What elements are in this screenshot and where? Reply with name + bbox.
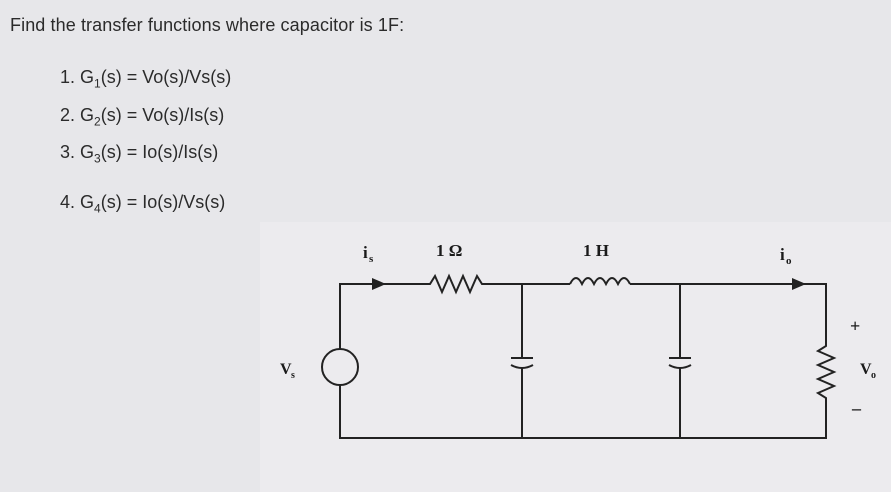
io-label-sub: o xyxy=(786,255,792,267)
list-item: 2. G2(s) = Vo(s)/Is(s) xyxy=(60,100,231,138)
item-subscript: 3 xyxy=(94,151,101,166)
load-resistor xyxy=(815,342,837,410)
item-number: 1. xyxy=(60,67,76,87)
list-item: 3. G3(s) = Io(s)/Is(s) xyxy=(60,137,231,175)
list-item: 1. G1(s) = Vo(s)/Vs(s) xyxy=(60,62,231,100)
vo-minus-sign: – xyxy=(851,398,862,418)
inductor xyxy=(569,277,631,287)
item-subscript: 2 xyxy=(94,114,101,129)
question-text: Find the transfer functions where capaci… xyxy=(10,15,405,35)
voltage-source xyxy=(321,348,359,386)
item-function-name: G xyxy=(80,104,95,125)
item-expression: (s) = Vo(s)/Is(s) xyxy=(100,104,225,125)
is-arrow-icon xyxy=(372,278,386,290)
item-expression: (s) = Vo(s)/Vs(s) xyxy=(100,67,232,87)
io-label: i xyxy=(780,245,785,264)
item-number: 3. xyxy=(60,142,76,163)
vo-label-sub: o xyxy=(871,370,876,381)
capacitor-2-plate-bottom xyxy=(668,364,692,369)
item-function-name: G xyxy=(80,142,95,163)
list-item: 4. G4(s) = Io(s)/Vs(s) xyxy=(60,187,231,225)
resistor-label: 1 Ω xyxy=(436,241,462,260)
circuit-schematic: i s 1 Ω 1 H i o V s + V o – xyxy=(280,241,876,439)
resistor xyxy=(425,273,495,295)
vs-label: V xyxy=(280,361,292,378)
capacitor-1-plate-bottom xyxy=(510,364,534,369)
vo-plus-sign: + xyxy=(850,316,860,336)
item-function-name: G xyxy=(80,67,95,87)
item-subscript: 1 xyxy=(94,76,101,91)
inductor-label: 1 H xyxy=(583,241,609,260)
wire-top-right xyxy=(630,283,827,342)
item-number: 4. xyxy=(60,191,76,212)
vo-label: V xyxy=(860,361,872,378)
wire-left-bottom xyxy=(339,384,827,439)
item-expression: (s) = Io(s)/Vs(s) xyxy=(100,191,226,212)
wire-left-top xyxy=(339,283,425,350)
io-arrow-icon xyxy=(792,278,806,290)
item-expression: (s) = Io(s)/Is(s) xyxy=(100,142,219,163)
circuit-diagram: i s 1 Ω 1 H i o V s + V o – xyxy=(260,222,891,492)
item-function-name: G xyxy=(80,191,95,212)
vs-label-sub: s xyxy=(291,370,295,381)
is-label-sub: s xyxy=(369,253,374,265)
is-label: i xyxy=(363,243,368,262)
question-list: 1. G1(s) = Vo(s)/Vs(s) 2. G2(s) = Vo(s)/… xyxy=(60,62,231,224)
item-number: 2. xyxy=(60,104,76,125)
item-subscript: 4 xyxy=(94,201,101,216)
